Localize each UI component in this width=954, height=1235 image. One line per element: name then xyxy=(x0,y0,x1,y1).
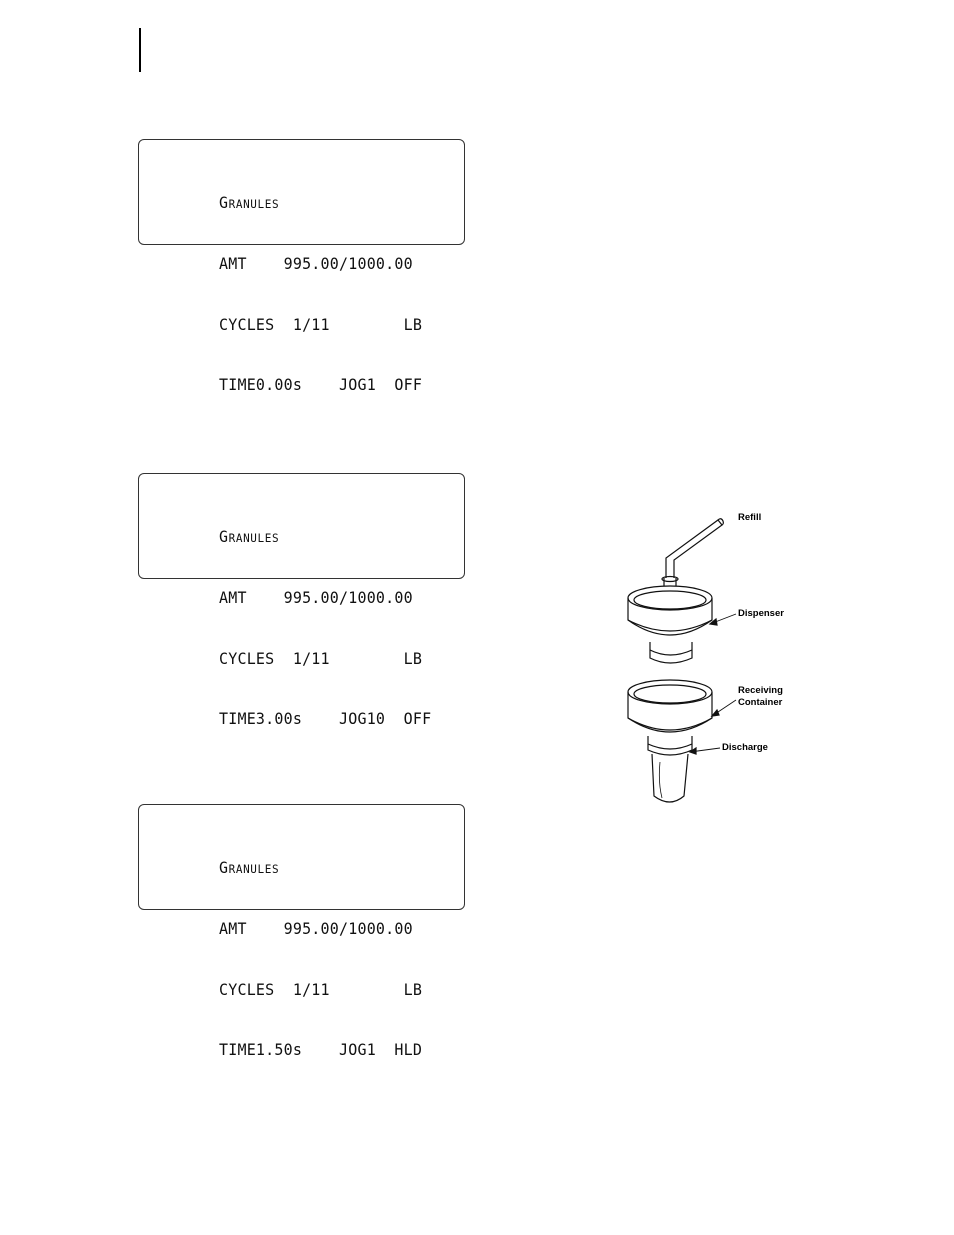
lcd-cycles-line: CYCLES 1/11 LB xyxy=(219,979,423,1000)
dispenser-diagram: Refill Dispenser Receiving Container Dis… xyxy=(600,500,800,810)
lcd-title: Granules xyxy=(219,193,280,213)
lcd-display-3: Granules AMT 995.00/1000.00 CYCLES 1/11 … xyxy=(138,804,465,1060)
lcd-display-1: Granules AMT 995.00/1000.00 CYCLES 1/11 … xyxy=(138,139,465,395)
discharge-label: Discharge xyxy=(722,742,768,753)
receiving-container-label: Receiving Container xyxy=(738,685,783,708)
margin-rule xyxy=(139,28,141,72)
lcd-status-line: TIME3.00s JOG10 OFF xyxy=(219,709,432,729)
dispenser-label: Dispenser xyxy=(738,608,784,619)
lcd-title: Granules xyxy=(219,527,280,547)
lcd-status-line: TIME0.00s JOG1 OFF xyxy=(219,375,423,395)
lcd-amount-line: AMT 995.00/1000.00 xyxy=(219,588,413,608)
lcd-title: Granules xyxy=(219,858,280,878)
refill-label: Refill xyxy=(738,512,762,523)
lcd-status-line: TIME1.50s JOG1 HLD xyxy=(219,1040,423,1060)
lcd-amount-line: AMT 995.00/1000.00 xyxy=(219,919,413,939)
lcd-cycles-line: CYCLES 1/11 LB xyxy=(219,648,423,669)
dispenser-illustration xyxy=(627,518,737,803)
lcd-amount-line: AMT 995.00/1000.00 xyxy=(219,254,413,274)
lcd-cycles-line: CYCLES 1/11 LB xyxy=(219,314,423,335)
lcd-display-2: Granules AMT 995.00/1000.00 CYCLES 1/11 … xyxy=(138,473,465,729)
